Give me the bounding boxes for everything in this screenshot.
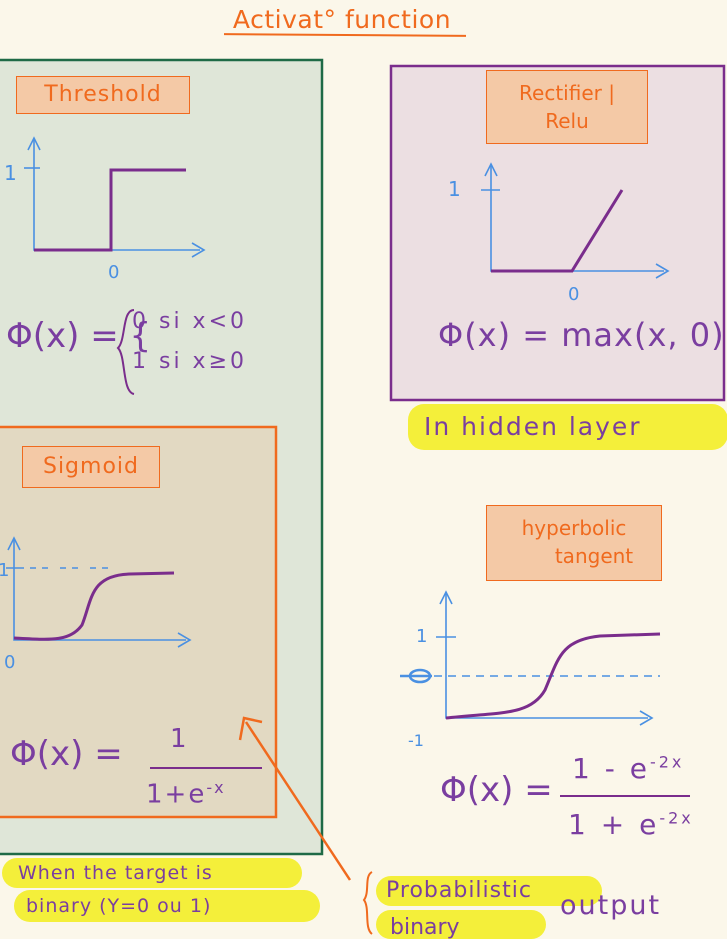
threshold-formula-lhs: Φ(x) = { — [6, 316, 152, 356]
relu-axis-one: 1 — [448, 177, 461, 201]
sigmoid-numerator: 1 — [170, 724, 187, 754]
threshold-brace — [116, 309, 135, 395]
sigmoid-axis-zero: 0 — [4, 652, 15, 673]
threshold-case-2: 1 si x≥0 — [132, 349, 248, 374]
relu-note: In hidden layer — [408, 404, 727, 450]
relu-label: Rectifier | Relu — [486, 70, 648, 144]
tanh-axis-minus-one: -1 — [408, 731, 424, 750]
tanh-label: hyperbolic tangent — [486, 505, 662, 581]
threshold-case-1: 0 si x<0 — [132, 309, 248, 334]
tanh-denominator: 1 + e-2x — [568, 808, 694, 841]
relu-formula: Φ(x) = max(x, 0) — [438, 316, 725, 354]
threshold-formula-cases: 0 si x<0 1 si x≥0 — [132, 302, 247, 382]
tanh-curve — [445, 632, 661, 720]
annotation-binary: binary — [376, 910, 546, 939]
sigmoid-exponent: -x — [206, 778, 226, 797]
tanh-denominator-base: 1 + e — [568, 808, 660, 841]
tanh-denominator-exponent: -2x — [659, 808, 694, 828]
sigmoid-denominator-base: 1+e — [146, 779, 207, 810]
threshold-axis-zero: 0 — [108, 262, 119, 283]
relu-label-line2: Relu — [545, 109, 589, 133]
annotation-output: output — [560, 890, 662, 921]
sigmoid-denominator: 1+e-x — [146, 778, 226, 810]
sigmoid-note-line2: binary (Y=0 ou 1) — [14, 890, 320, 922]
relu-axis-zero: 0 — [568, 284, 579, 305]
tanh-numerator: 1 - e-2x — [572, 752, 684, 785]
threshold-curve — [34, 168, 186, 252]
tanh-label-line2: tangent — [554, 544, 634, 568]
tanh-formula-lhs: Φ(x) = — [440, 770, 553, 810]
sigmoid-curve — [13, 571, 175, 641]
tanh-axis-one: 1 — [416, 626, 427, 647]
tanh-numerator-base: 1 - e — [572, 752, 650, 785]
arrow-annotation — [238, 716, 352, 881]
threshold-axis-one: 1 — [4, 161, 17, 185]
annotation-brace — [362, 871, 373, 935]
tanh-label-line1: hyperbolic — [521, 516, 627, 540]
sigmoid-note-line1: When the target is — [2, 858, 302, 888]
sigmoid-axis-one: 1 — [0, 560, 9, 581]
page-title: Activat° function — [232, 5, 452, 34]
relu-curve — [491, 189, 624, 273]
sigmoid-label: Sigmoid — [22, 446, 160, 488]
tanh-numerator-exponent: -2x — [649, 752, 685, 772]
relu-label-line1: Rectifier | — [519, 81, 615, 105]
annotation-probabilistic: Probabilistic — [376, 876, 602, 906]
sigmoid-axes — [6, 536, 192, 648]
threshold-label: Threshold — [16, 76, 190, 114]
sigmoid-panel — [0, 425, 278, 819]
sigmoid-formula-lhs: Φ(x) = — [10, 734, 123, 774]
